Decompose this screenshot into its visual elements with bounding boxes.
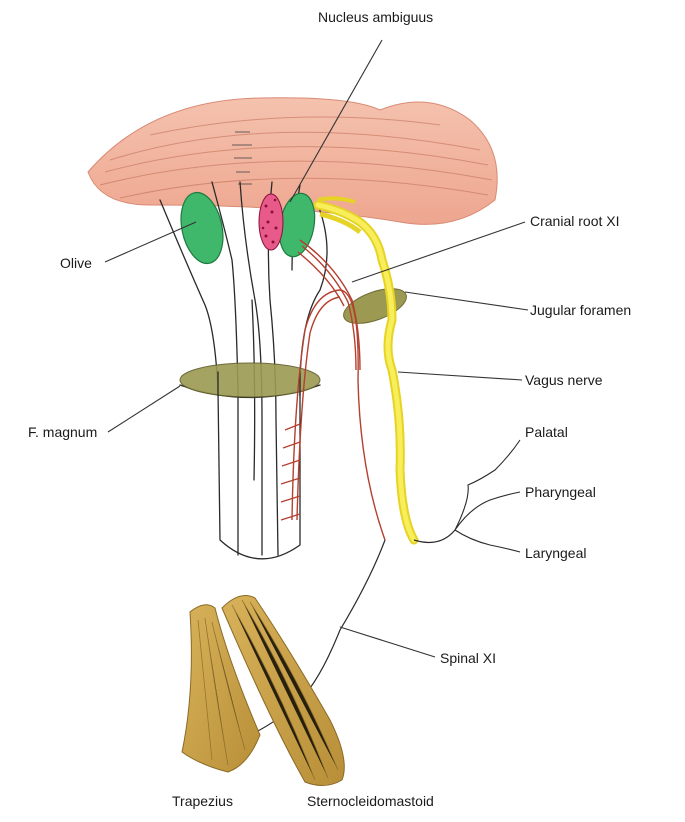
spinal-xi-nerve <box>291 289 386 541</box>
label-trapezius: Trapezius <box>172 793 233 809</box>
vagus-nerve <box>313 196 456 545</box>
sternocleidomastoid-muscle <box>221 595 345 786</box>
label-spinal-xi: Spinal XI <box>440 650 496 666</box>
label-cranial-root-xi: Cranial root XI <box>530 213 619 229</box>
jugular-foramen <box>343 288 407 324</box>
pons <box>87 97 498 225</box>
leader-lines <box>104 39 529 658</box>
label-palatal: Palatal <box>525 424 568 440</box>
palatal-branch <box>454 439 521 531</box>
labels: Nucleus ambiguus Cranial root XI Olive J… <box>28 9 631 809</box>
label-vagus-nerve: Vagus nerve <box>525 372 603 388</box>
spinal-xi-trunk <box>224 539 386 746</box>
label-sternocleidomastoid: Sternocleidomastoid <box>307 793 434 809</box>
foramen-magnum <box>179 362 321 398</box>
trapezius-muscle <box>181 604 261 773</box>
label-f-magnum: F. magnum <box>28 424 97 440</box>
pharyngeal-branch <box>454 491 521 531</box>
vagus-branches <box>454 439 521 553</box>
label-pharyngeal: Pharyngeal <box>525 484 596 500</box>
laryngeal-branch <box>454 529 521 553</box>
label-jugular-foramen: Jugular foramen <box>530 302 631 318</box>
label-olive: Olive <box>60 255 92 271</box>
label-nucleus-ambiguus: Nucleus ambiguus <box>318 9 433 25</box>
cranial-root-xi <box>297 239 361 371</box>
nucleus-ambiguus <box>258 193 284 251</box>
label-laryngeal: Laryngeal <box>525 545 587 561</box>
olive-left <box>180 191 224 265</box>
